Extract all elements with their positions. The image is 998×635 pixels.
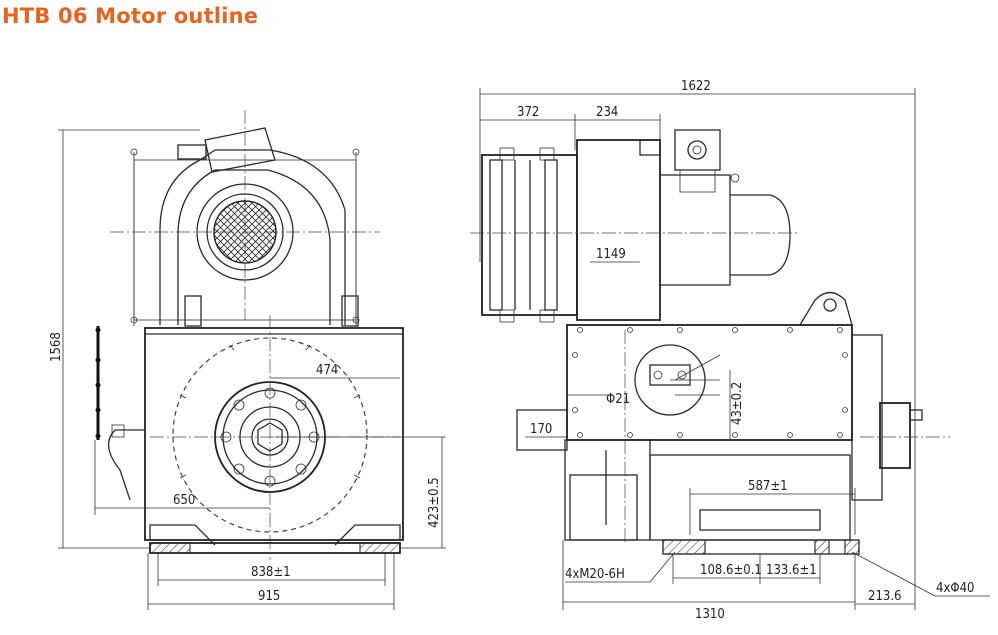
dim-108: 108.6±0.1 [700,563,762,578]
dim-133: 133.6±1 [766,563,817,578]
dim-1622: 1622 [681,79,711,94]
hole-spec-40: 4xΦ40 [936,581,974,596]
dim-1149: 1149 [596,247,626,262]
dim-838: 838±1 [251,565,291,580]
dim-915: 915 [258,589,280,604]
dim-474: 474 [316,363,338,378]
page-title: HTB 06 Motor outline [2,4,259,28]
dim-372: 372 [517,105,539,120]
hole-spec-m20: 4xM20-6H [565,567,625,582]
dim-1310: 1310 [695,607,725,622]
dim-170: 170 [530,422,552,437]
dim-650: 650 [173,493,195,508]
dim-1568: 1568 [49,332,64,362]
dim-234: 234 [596,105,618,120]
dim-213: 213.6 [868,589,901,604]
dim-43: 43±0.2 [730,382,745,425]
dim-phi21: Φ21 [606,392,630,407]
dim-587: 587±1 [748,479,788,494]
dim-423: 423±0.5 [427,477,442,528]
side-view [470,88,990,610]
front-view [58,110,446,610]
